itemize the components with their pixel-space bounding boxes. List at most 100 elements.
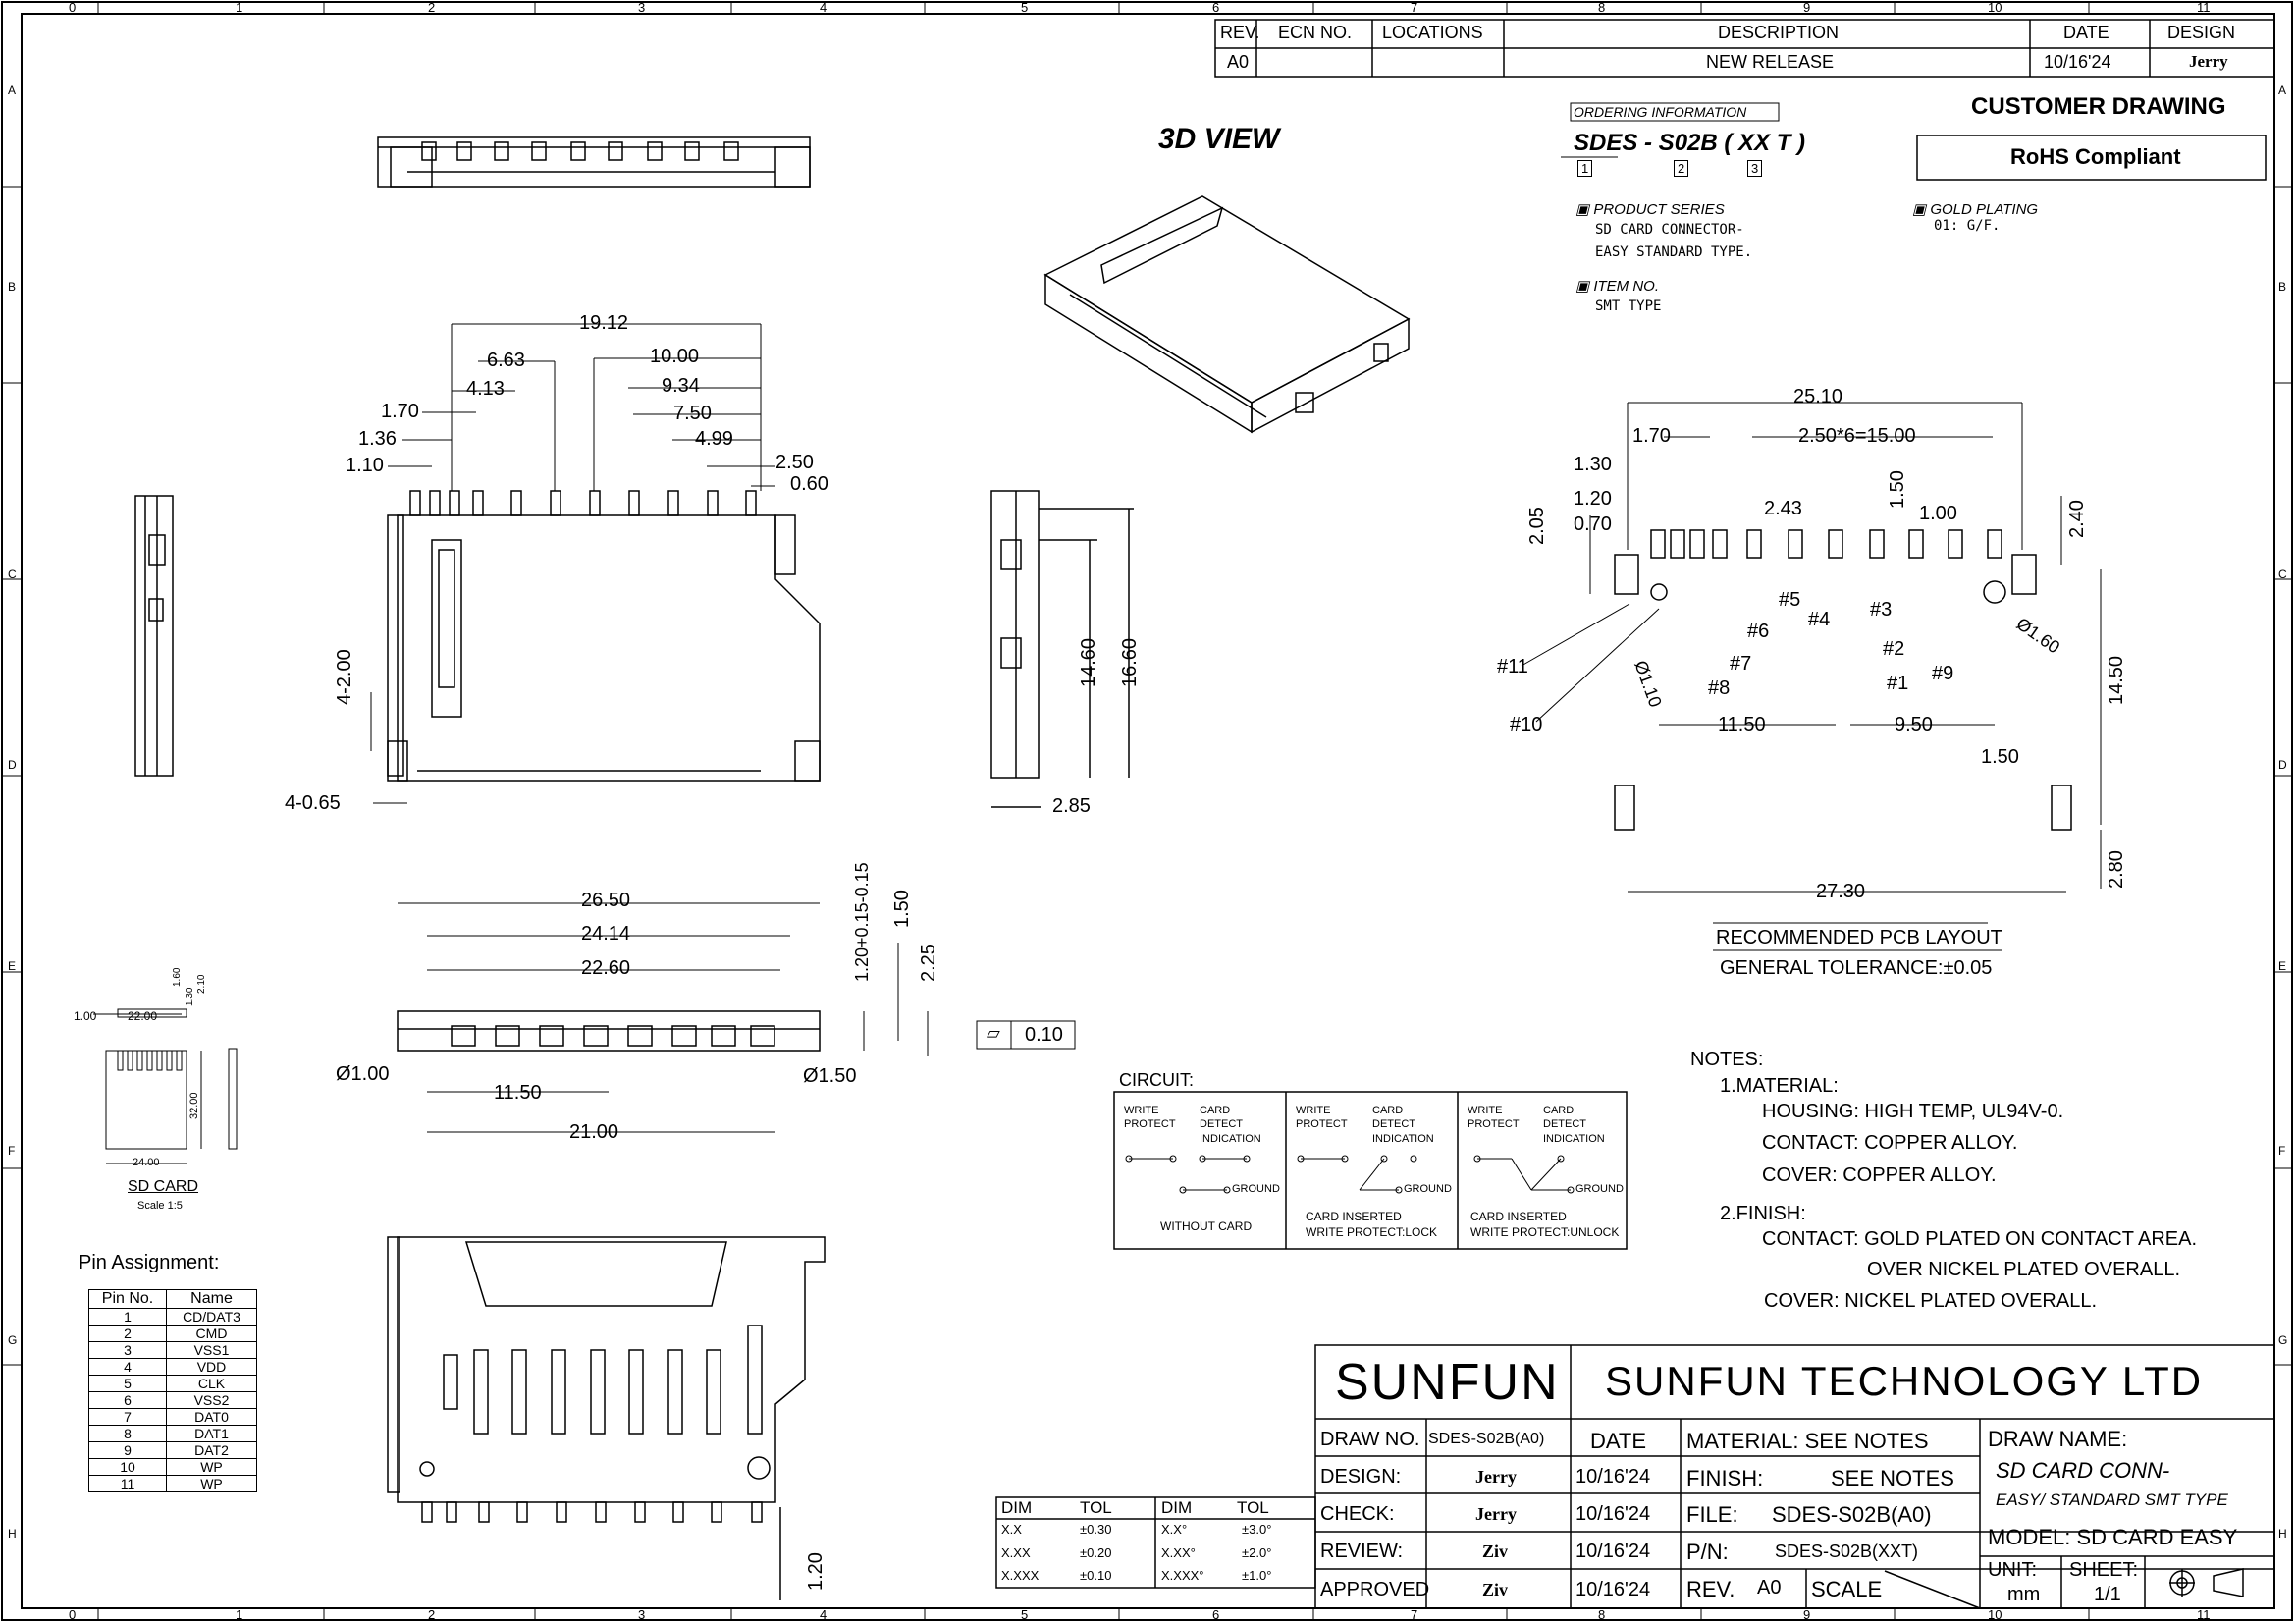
dim-2-85: 2.85	[1052, 795, 1091, 817]
draw-no-label: DRAW NO.	[1320, 1429, 1420, 1450]
left-side-view-drawing	[134, 495, 174, 777]
company-logo: SUNFUN	[1335, 1354, 1560, 1411]
tol-cell: X.XXX	[1001, 1568, 1040, 1583]
bottom-zone-label: 6	[1212, 1607, 1220, 1622]
title-block-grid	[1314, 1344, 2275, 1609]
approved-label: APPROVED	[1320, 1579, 1430, 1600]
design-label: DESIGN:	[1320, 1466, 1402, 1488]
pcb-dim-27-30: 27.30	[1816, 881, 1866, 902]
dim-dia-1-00: Ø1.00	[336, 1063, 390, 1085]
circuit-ground-label: GROUND	[1404, 1183, 1452, 1195]
top-zone-label: 2	[428, 0, 436, 15]
date-column-label: DATE	[1590, 1429, 1647, 1453]
pin-assignment-title: Pin Assignment:	[79, 1252, 220, 1273]
ecn-header: ECN NO.	[1278, 23, 1353, 42]
plan-view-dimension-lines	[370, 323, 775, 804]
model-label: MODEL: SD CARD EASY	[1988, 1525, 2238, 1549]
pin-name: DAT2	[166, 1441, 257, 1459]
dim-7-50: 7.50	[673, 403, 712, 424]
pin-name-header: Name	[166, 1289, 257, 1309]
top-zone-label: 3	[638, 0, 646, 15]
dim-1-36: 1.36	[358, 428, 397, 450]
pcb-pin-3: #3	[1870, 599, 1893, 621]
tol-cell: ±0.30	[1080, 1522, 1112, 1537]
pcb-dim-25-10: 25.10	[1793, 386, 1843, 407]
notes-line: 2.FINISH:	[1720, 1203, 1806, 1224]
left-zone-label: F	[8, 1144, 16, 1158]
circuit-wp-label: WRITE PROTECT	[1296, 1105, 1348, 1131]
left-zone-label: A	[8, 83, 17, 97]
circuit-diagram-box	[1113, 1091, 1628, 1250]
approved-name: Ziv	[1482, 1580, 1509, 1599]
rev-header: REV.	[1220, 23, 1260, 42]
dim-flatness-0-10: 0.10	[1025, 1024, 1063, 1046]
pcb-pin-4: #4	[1808, 609, 1831, 630]
pcb-pin-10: #10	[1510, 714, 1543, 735]
circuit-state-2a: CARD INSERTED	[1306, 1210, 1402, 1223]
pin-name: DAT0	[166, 1408, 257, 1426]
circuit-cd-label: CARD DETECT INDICATION	[1200, 1105, 1261, 1145]
dim-9-34: 9.34	[662, 375, 700, 397]
unit-value: mm	[2007, 1584, 2041, 1605]
pcb-layout-title: RECOMMENDED PCB LAYOUT	[1716, 927, 2002, 948]
item1-title: ▣ PRODUCT SERIES	[1575, 201, 1725, 218]
circuit-ground-label: GROUND	[1575, 1183, 1624, 1195]
top-zone-label: 4	[820, 0, 828, 15]
right-side-view-drawing	[990, 490, 1134, 808]
pin-table-header-row: Pin No.Name	[88, 1289, 257, 1309]
draw-name-line1: SD CARD CONN-	[1996, 1458, 2170, 1483]
finish-value: SEE NOTES	[1831, 1466, 1954, 1490]
pin-no: 8	[88, 1425, 167, 1442]
rev-label: REV.	[1686, 1577, 1735, 1601]
tol-cell: X.X°	[1161, 1522, 1188, 1537]
pin-no: 5	[88, 1375, 167, 1392]
pcb-pin-2: #2	[1883, 638, 1905, 660]
notes-line: HOUSING: HIGH TEMP, UL94V-0.	[1762, 1101, 2064, 1122]
rev-value-block: A0	[1757, 1577, 1782, 1598]
unit-label: UNIT:	[1988, 1559, 2037, 1581]
flatness-symbol: ▱	[987, 1023, 1000, 1043]
dim-4-13: 4.13	[466, 378, 505, 400]
pcb-dim-14-50: 14.50	[2106, 655, 2127, 705]
item1-line2: EASY STANDARD TYPE.	[1595, 244, 1753, 260]
pin-name: VSS2	[166, 1391, 257, 1409]
bottom-zone-label: 2	[428, 1607, 436, 1622]
pin-name: CLK	[166, 1375, 257, 1392]
left-zone-label: C	[8, 568, 17, 581]
sd-card-drawing	[93, 1008, 238, 1164]
tol-header-tol: TOL	[1080, 1498, 1112, 1517]
draw-no-value: SDES-S02B(A0)	[1428, 1431, 1545, 1447]
bottom-zone-label: 7	[1411, 1607, 1418, 1622]
right-zone-label: G	[2278, 1333, 2288, 1347]
file-label: FILE:	[1686, 1502, 1738, 1527]
pcb-dim-1-00: 1.00	[1919, 503, 1957, 524]
pcb-dim-2-40: 2.40	[2066, 500, 2088, 538]
dim-19-12: 19.12	[579, 312, 629, 334]
circuit-ground-label: GROUND	[1232, 1183, 1280, 1195]
circuit-wp-label: WRITE PROTECT	[1468, 1105, 1520, 1131]
tol-header-tol-ang: TOL	[1237, 1498, 1269, 1517]
tol-cell: ±2.0°	[1242, 1545, 1272, 1560]
top-zone-label: 5	[1021, 0, 1029, 15]
tol-cell: ±0.20	[1080, 1545, 1112, 1560]
dim-1-20-tol: 1.20+0.15-0.15	[852, 862, 872, 982]
bottom-zone-label: 9	[1803, 1607, 1811, 1622]
pin-no: 2	[88, 1325, 167, 1342]
dim-26-50: 26.50	[581, 890, 631, 911]
pcb-pin-9: #9	[1932, 663, 1954, 684]
review-label: REVIEW:	[1320, 1541, 1404, 1562]
dim-16-60: 16.60	[1119, 637, 1141, 687]
dim-21-00: 21.00	[569, 1121, 619, 1143]
check-name: Jerry	[1475, 1504, 1517, 1524]
tolerance-table-grid	[995, 1496, 1316, 1589]
bottom-zone-label: 1	[236, 1607, 243, 1622]
approved-date: 10/16'24	[1575, 1579, 1651, 1600]
item3-title-text: GOLD PLATING	[1930, 201, 2039, 218]
